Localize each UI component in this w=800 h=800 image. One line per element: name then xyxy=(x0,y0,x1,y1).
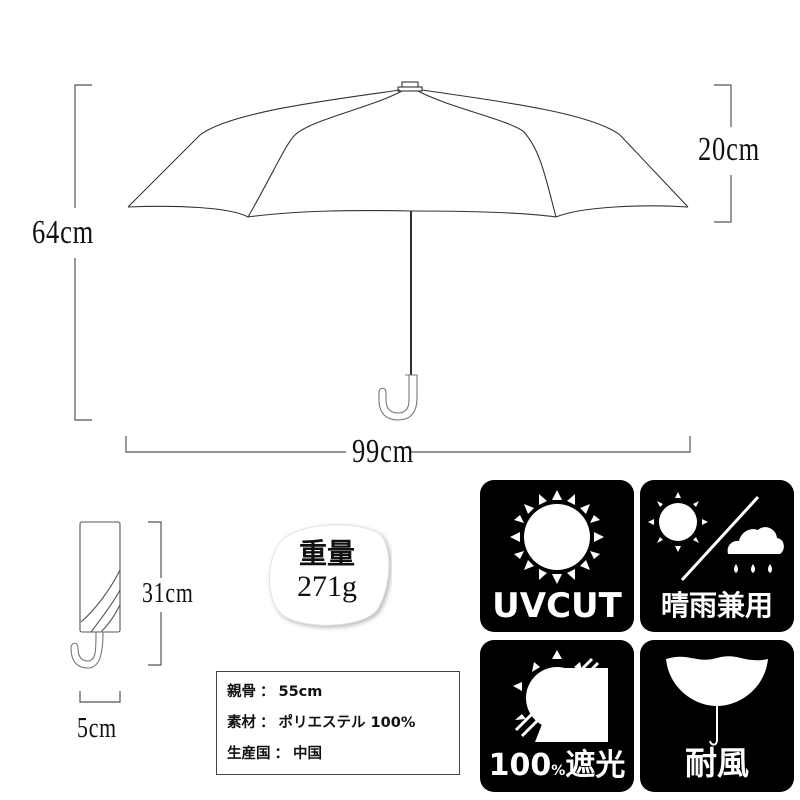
badge-windproof: 耐風 xyxy=(640,640,794,792)
folded-width-dimension-line xyxy=(79,691,121,703)
folded-width-label: 5cm xyxy=(77,713,117,744)
spec-value: 中国 xyxy=(293,746,322,762)
badge-label-text: 遮光 xyxy=(565,748,626,783)
weight-value: 271g xyxy=(297,570,357,604)
badge-label-percent: % xyxy=(551,763,566,779)
weight-info: 重量 271g xyxy=(268,537,386,605)
badge-uvcut: UVCUT xyxy=(480,480,634,632)
width-label: 99cm xyxy=(352,433,415,470)
depth-dimension-line xyxy=(714,84,732,223)
sun-rain-icon xyxy=(648,492,784,582)
badge-sun-rain: 晴雨兼用 xyxy=(640,480,794,632)
width-dimension-line xyxy=(125,436,691,453)
spec-row-material: 素材 ： ポリエステル 100% xyxy=(227,708,459,739)
height-label: 64cm xyxy=(32,214,95,251)
spec-label: 親骨 xyxy=(227,684,256,700)
spec-label: 生産国 xyxy=(227,746,271,762)
small-sun-icon xyxy=(648,492,708,552)
sun-icon xyxy=(510,490,604,584)
spec-separator: ： xyxy=(260,715,275,731)
spec-separator: ： xyxy=(260,684,275,700)
badge-label: UVCUT xyxy=(492,586,622,626)
spec-row-rib: 親骨 ： 55cm xyxy=(227,677,459,708)
inverted-umbrella-icon xyxy=(666,656,768,746)
height-dimension-line xyxy=(74,84,92,421)
spec-row-origin: 生産国 ： 中国 xyxy=(227,739,459,770)
spec-value: 55cm xyxy=(278,684,323,700)
blocked-sun-icon xyxy=(513,650,608,742)
folded-length-dimension-line xyxy=(148,521,162,666)
folded-length-label: 31cm xyxy=(142,578,194,609)
badge-label: 100%遮光 xyxy=(480,740,634,784)
weight-badge-shape xyxy=(269,524,390,626)
spec-label: 素材 xyxy=(227,715,256,731)
weight-label: 重量 xyxy=(298,537,355,570)
spec-value: ポリエステル 100% xyxy=(278,715,416,731)
badge-label-number: 100 xyxy=(488,748,552,783)
badge-blackout: 100%遮光 xyxy=(480,640,634,792)
cloud-rain-icon xyxy=(727,527,784,573)
folded-umbrella-drawing xyxy=(70,521,121,669)
depth-label: 20cm xyxy=(698,131,761,168)
spec-table: 親骨 ： 55cm 素材 ： ポリエステル 100% 生産国 ： 中国 xyxy=(216,671,460,775)
badge-label: 耐風 xyxy=(684,744,749,782)
spec-separator: ： xyxy=(274,746,290,762)
open-umbrella-drawing xyxy=(127,81,689,421)
badge-label: 晴雨兼用 xyxy=(660,589,773,622)
